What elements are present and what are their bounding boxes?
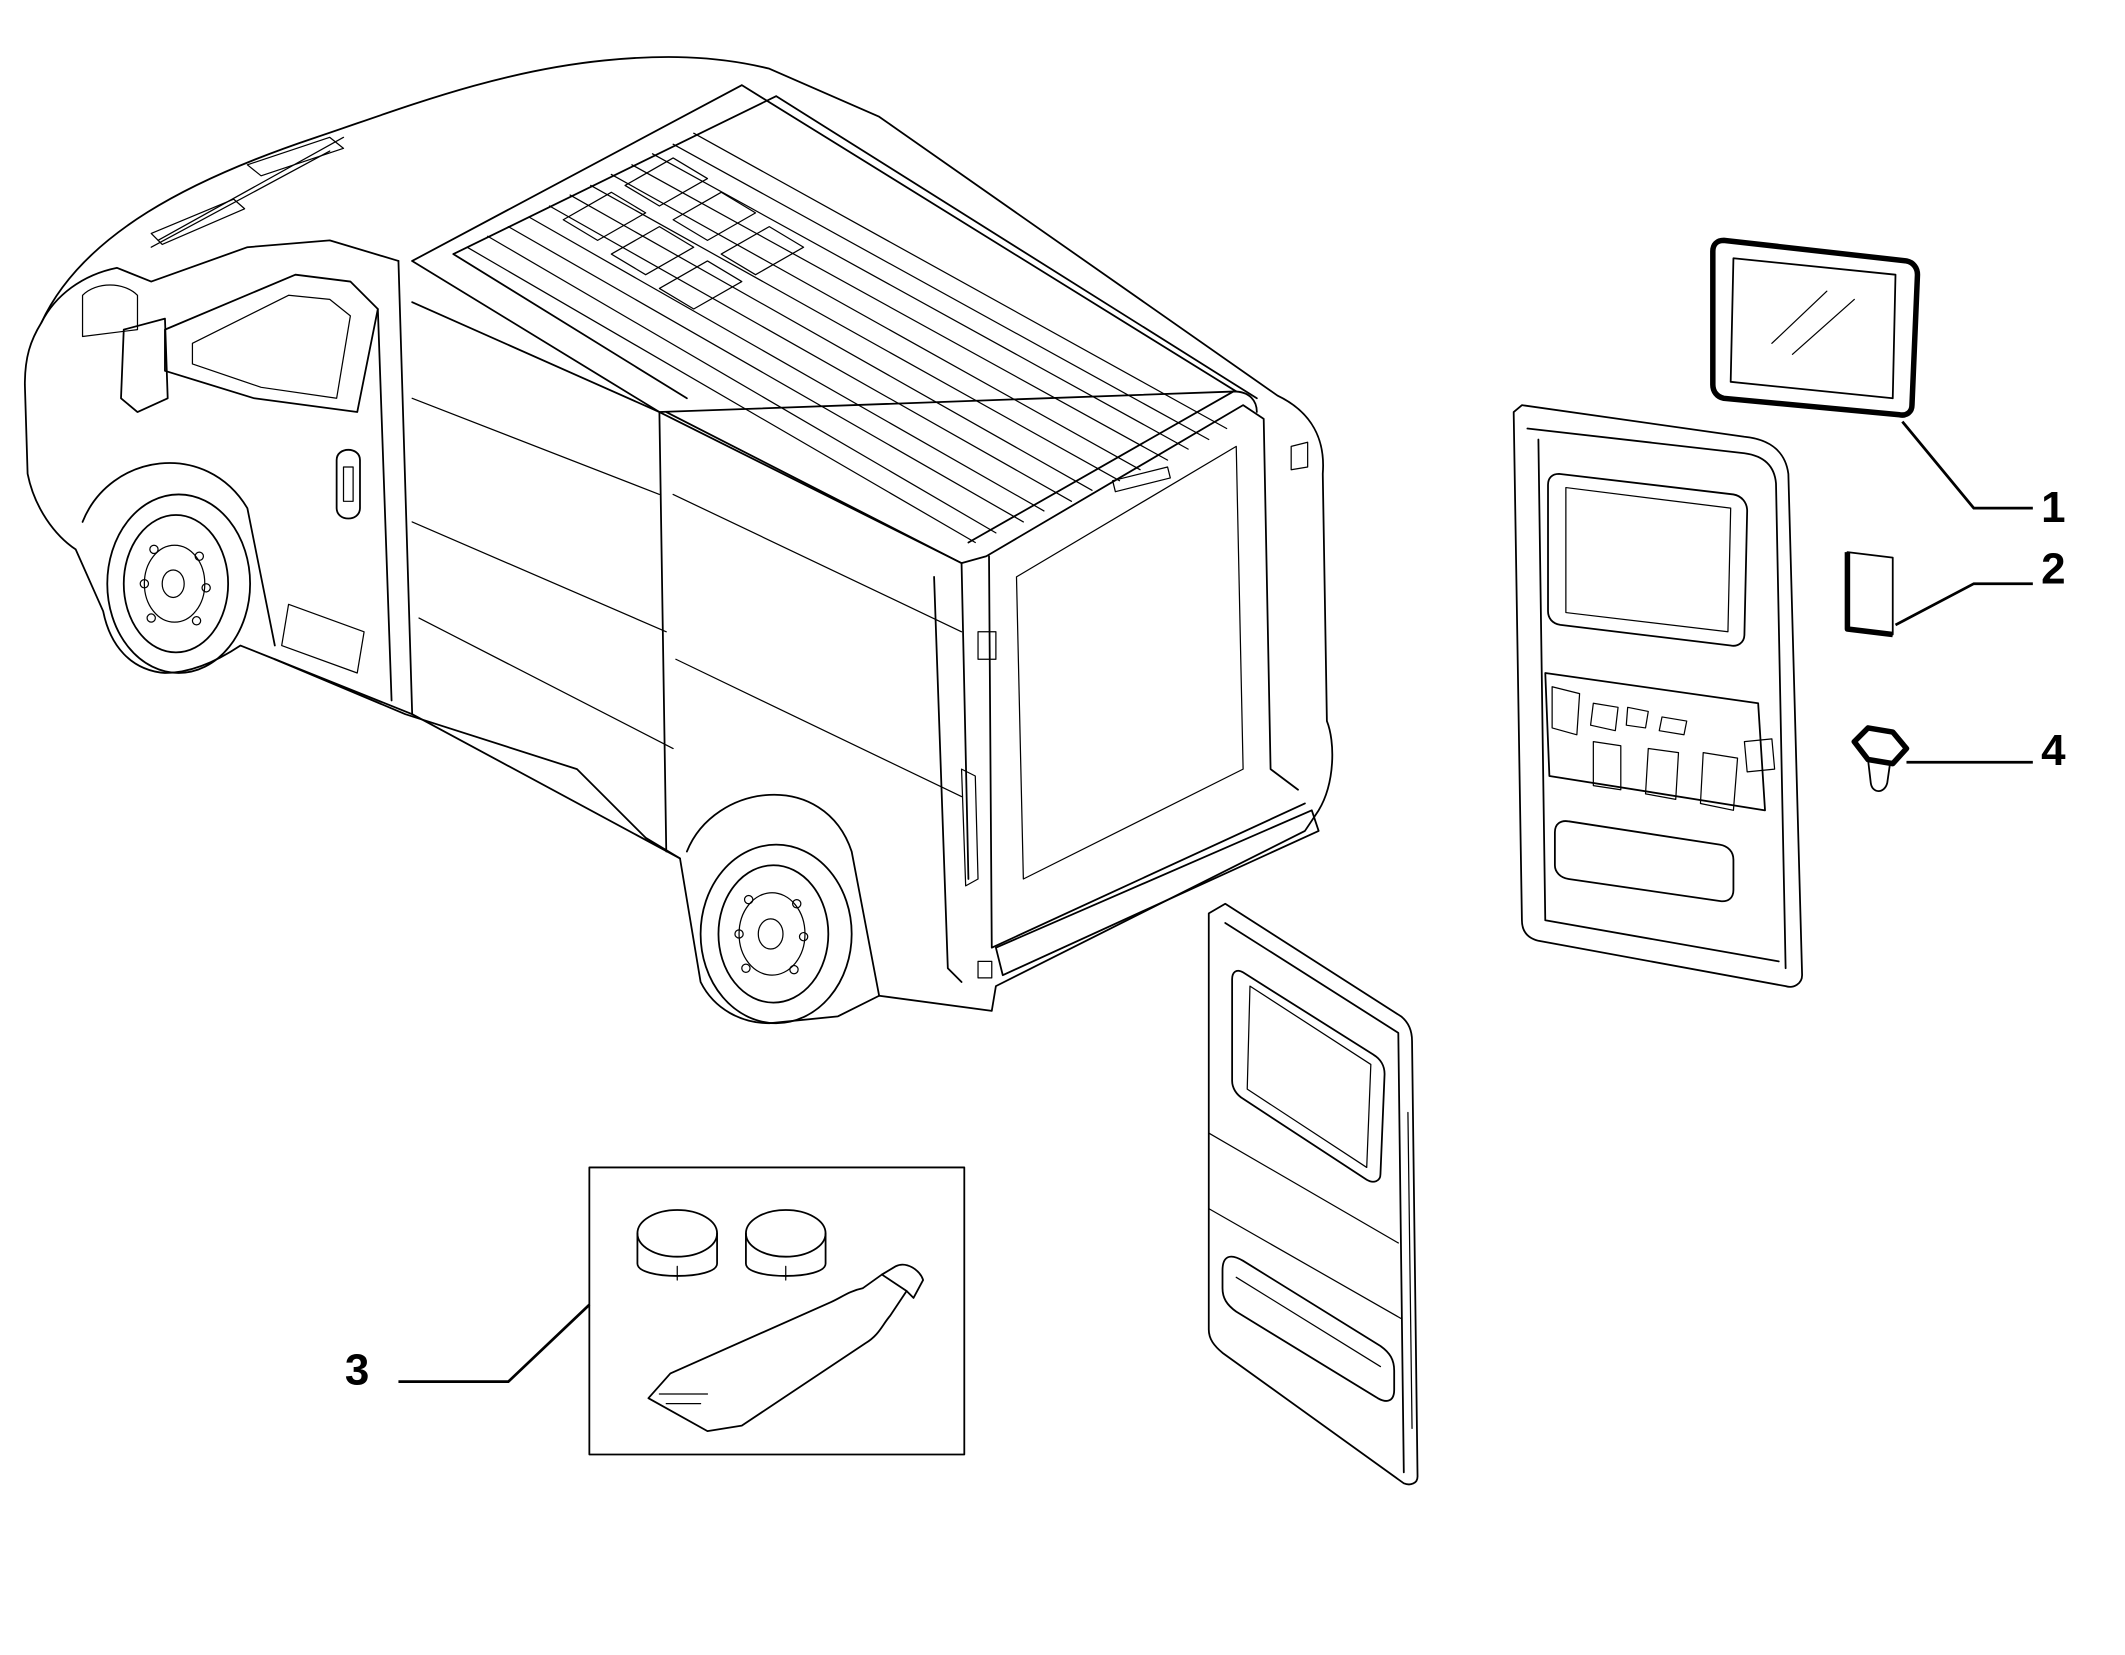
- front-wheel: [81, 462, 276, 674]
- callout-1: 1: [2041, 483, 2065, 532]
- callout-3: 3: [345, 1345, 369, 1394]
- bonding-kit: [588, 1166, 966, 1456]
- van-body: [23, 56, 1334, 1025]
- callout-2: 2: [2041, 545, 2065, 594]
- rear-door-panel: [1512, 404, 1803, 988]
- adhesive-pad: [1844, 551, 1894, 638]
- rear-door-window-glass: [1710, 237, 1921, 418]
- clip: [1851, 725, 1910, 792]
- callout-4: 4: [2041, 726, 2066, 775]
- side-door-panel: [1207, 902, 1419, 1486]
- leader-lines: [398, 420, 2033, 1384]
- rear-wheel: [685, 793, 881, 1025]
